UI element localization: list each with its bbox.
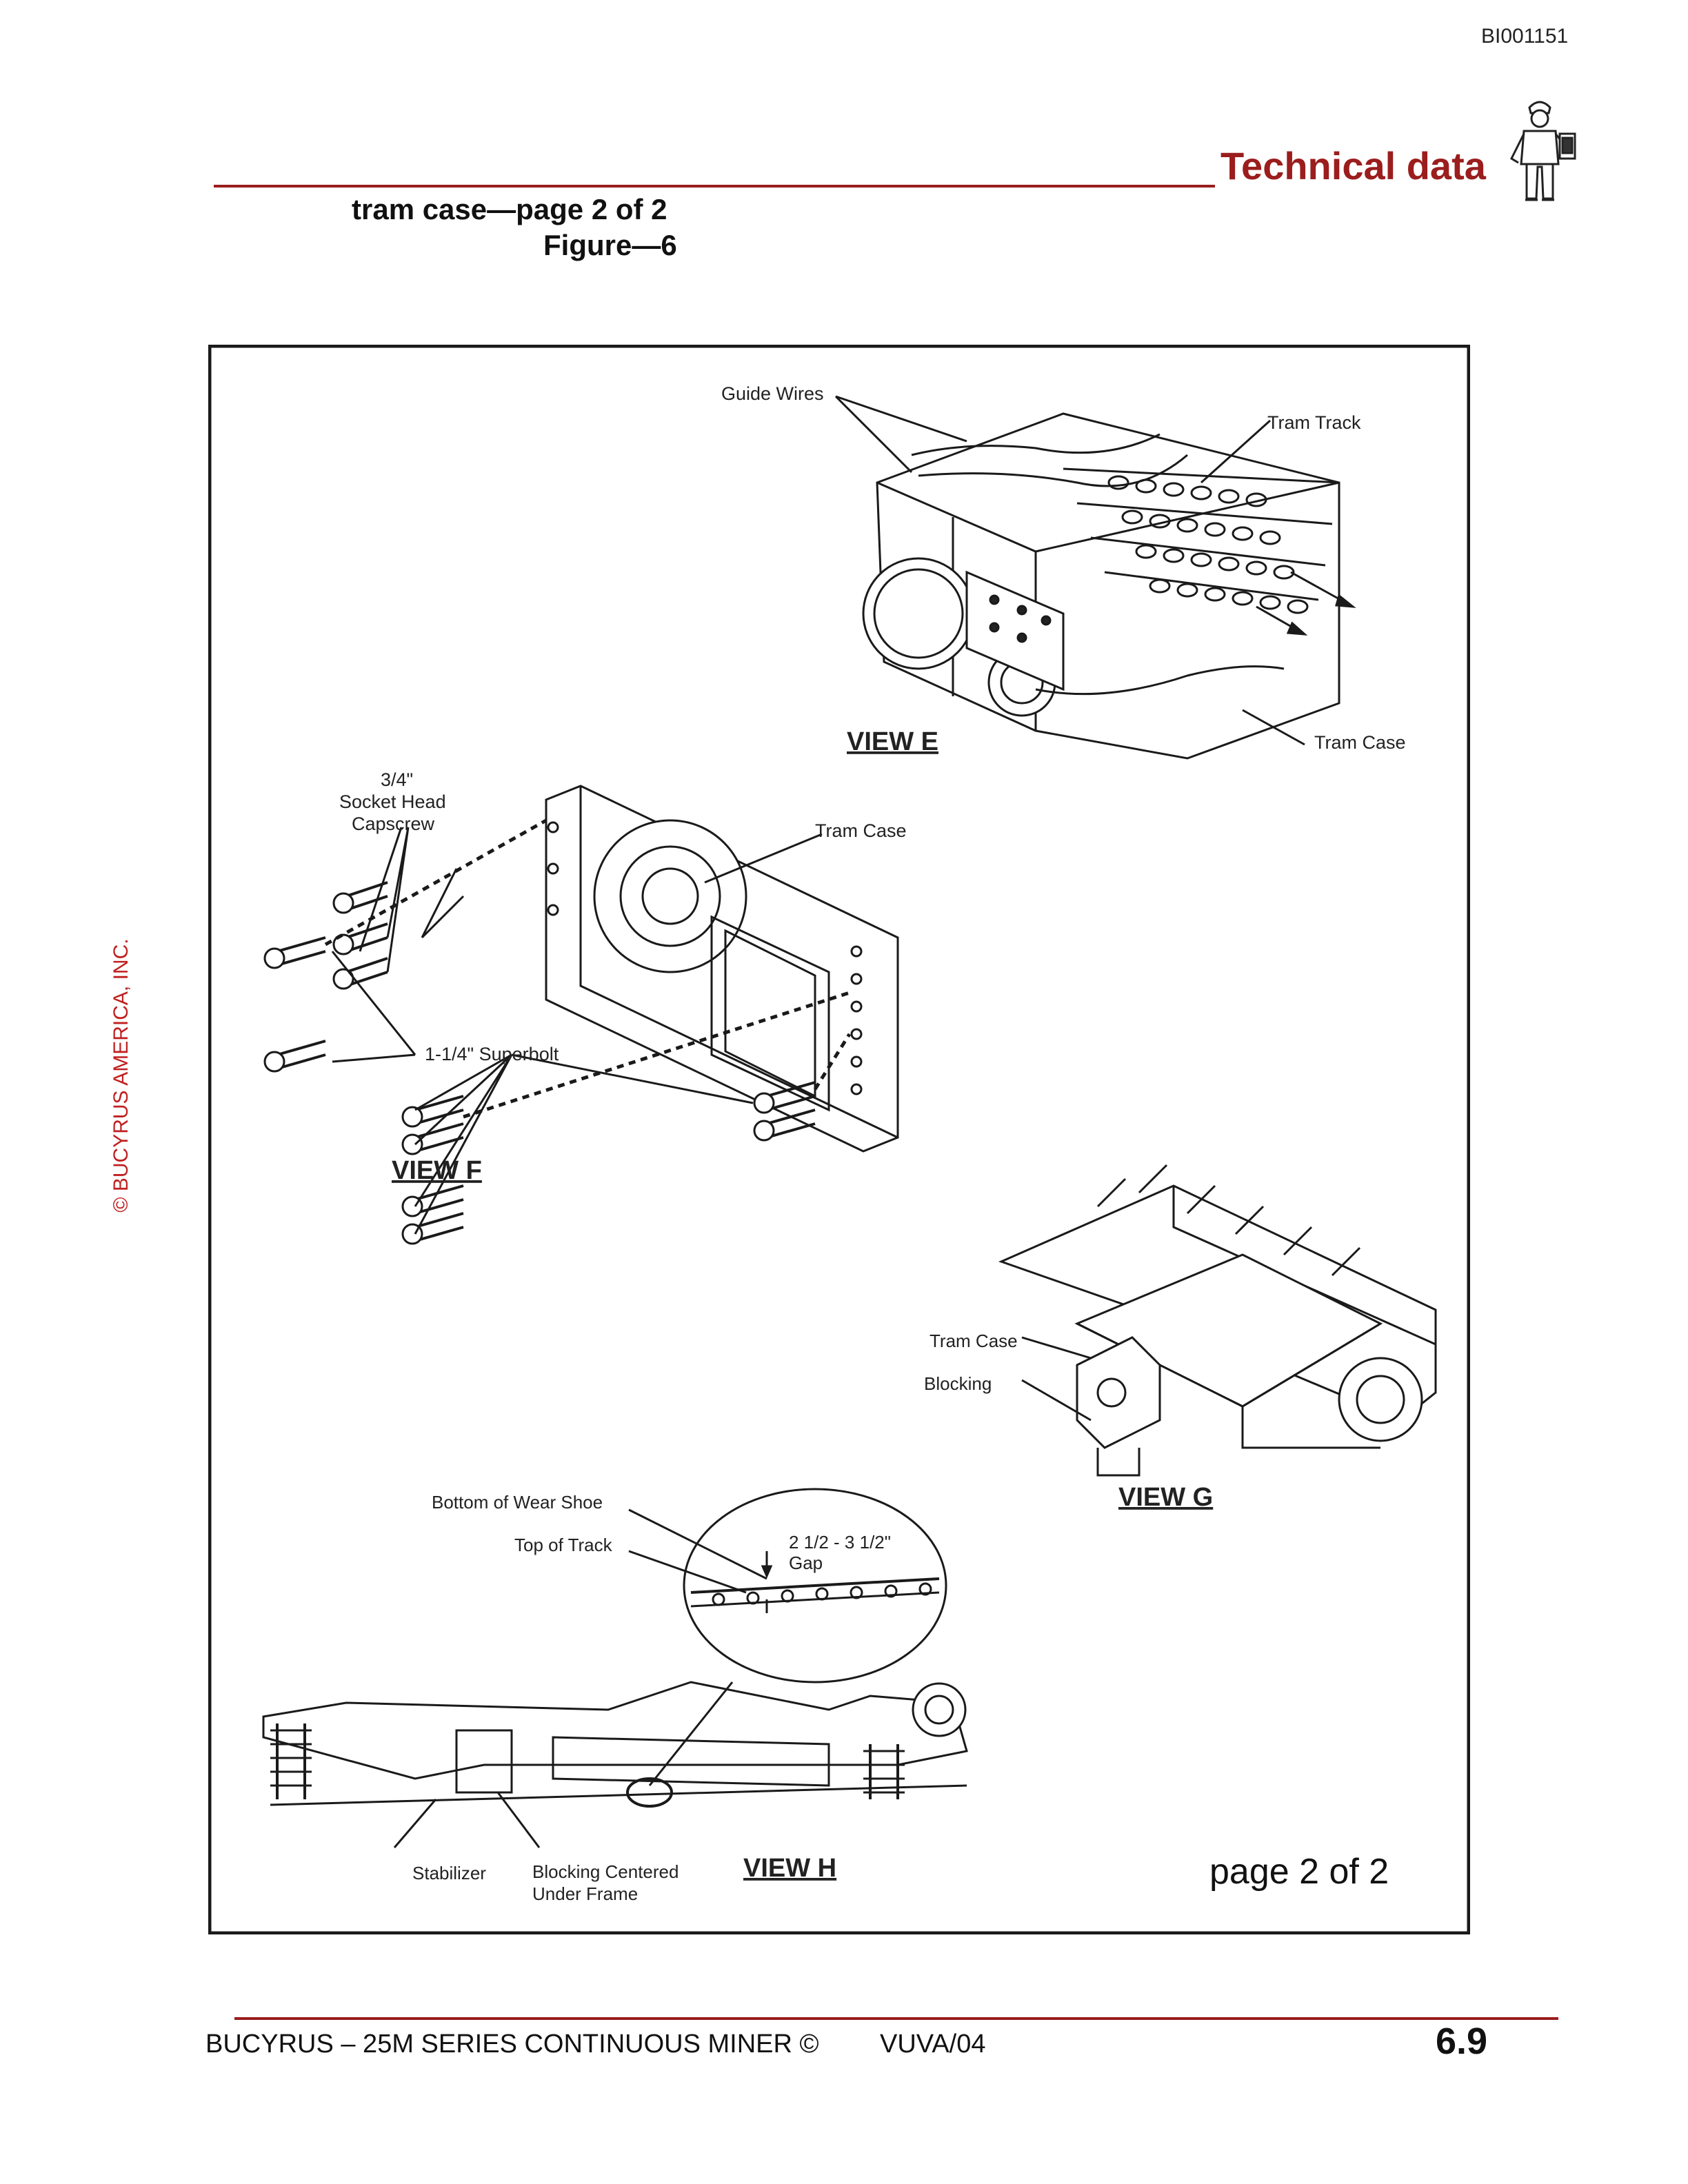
view-h-label-stabilizer: Stabilizer: [412, 1863, 486, 1883]
view-e-title: VIEW E: [847, 727, 938, 756]
view-h-label-blocking-2: Under Frame: [532, 1883, 638, 1904]
header-rule: [214, 185, 1215, 188]
technician-clipboard-icon: [1510, 101, 1576, 201]
view-f-label-capscrew-2: Socket Head: [339, 791, 446, 812]
side-copyright: © BUCYRUS AMERICA, INC.: [110, 938, 132, 1213]
view-f-label-superbolt: 1-1/4" Superbolt: [425, 1044, 559, 1064]
figure-caption-number: Figure—6: [543, 229, 677, 261]
view-g-label-blocking: Blocking: [924, 1373, 992, 1394]
view-f-drawing: [263, 785, 899, 1245]
view-h-label-blocking-1: Blocking Centered: [532, 1861, 679, 1882]
view-e-label-tram-track: Tram Track: [1267, 412, 1361, 433]
view-f-label-capscrew-1: 3/4": [381, 769, 413, 790]
view-h-label-gap-1: 2 1/2 - 3 1/2": [789, 1532, 891, 1553]
figure-border: [208, 345, 1470, 1934]
view-h-drawing: [262, 1488, 968, 1848]
view-g-title: VIEW G: [1118, 1483, 1213, 1512]
figure-page-label: page 2 of 2: [1209, 1852, 1389, 1892]
section-title: Technical data: [1220, 144, 1486, 188]
figure-caption-title: tram case—page 2 of 2: [352, 193, 667, 225]
view-f-title: VIEW F: [392, 1156, 482, 1185]
view-h-title: VIEW H: [743, 1854, 836, 1883]
view-h-label-gap-2: Gap: [789, 1553, 823, 1573]
view-e-drawing: [834, 395, 1356, 760]
view-h-label-top-of-track: Top of Track: [514, 1535, 613, 1555]
view-g-drawing: [998, 1164, 1437, 1477]
view-f-label-tram-case: Tram Case: [815, 820, 907, 841]
footer-code: VUVA/04: [880, 2030, 986, 2059]
view-f-label-capscrew-3: Capscrew: [352, 813, 435, 834]
view-e-label-guide-wires: Guide Wires: [721, 383, 824, 404]
footer-text: BUCYRUS – 25M SERIES CONTINUOUS MINER ©: [205, 2030, 819, 2059]
view-g-label-tram-case: Tram Case: [930, 1331, 1018, 1351]
document-id: BI001151: [1481, 25, 1569, 48]
tram-case-figure: Guide Wires Tram Track Tram Case VIEW E: [208, 345, 1470, 1934]
view-e-label-tram-case: Tram Case: [1314, 732, 1406, 753]
footer-rule: [234, 2017, 1558, 2020]
view-h-label-wear-shoe: Bottom of Wear Shoe: [432, 1492, 603, 1513]
page-number: 6.9: [1436, 2021, 1488, 2062]
